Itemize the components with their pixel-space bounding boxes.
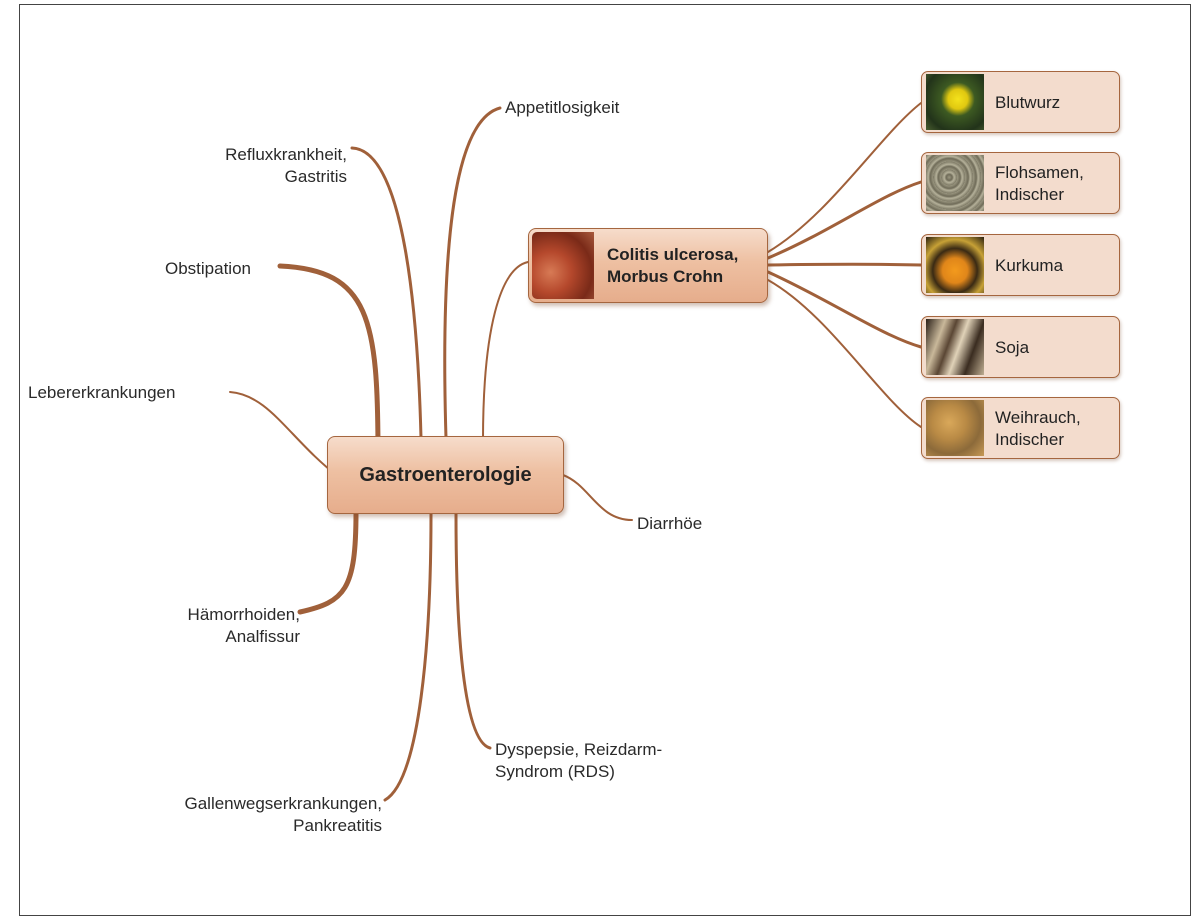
leaf-node-flohsamen[interactable]: Flohsamen, Indischer <box>921 152 1120 214</box>
weihrauch-label-line2: Indischer <box>995 430 1064 449</box>
label-gallen-line1: Gallenwegserkrankungen, <box>184 794 382 813</box>
soja-label: Soja <box>995 338 1030 357</box>
link-blutwurz <box>767 102 922 253</box>
colitis-image <box>532 232 594 299</box>
link-weihrauch <box>767 279 922 428</box>
label-lebererkrankungen: Lebererkrankungen <box>28 383 176 402</box>
weihrauch-label-line1: Weihrauch, <box>995 408 1081 427</box>
blutwurz-label: Blutwurz <box>995 93 1061 112</box>
label-haemorrhoiden-line1: Hämorrhoiden, <box>187 605 300 624</box>
link-reflux <box>350 146 423 440</box>
flohsamen-label-line1: Flohsamen, <box>995 163 1084 182</box>
link-haemorrhoiden <box>297 509 359 615</box>
flohsamen-label: Flohsamen, Indischer <box>995 162 1084 206</box>
link-dyspepsie <box>454 512 492 750</box>
label-reflux-line1: Refluxkrankheit, <box>225 145 347 164</box>
label-dyspepsie-line1: Dyspepsie, Reizdarm- <box>495 740 663 759</box>
label-gallen-line2: Pankreatitis <box>293 816 382 835</box>
label-refluxkrankheit: Refluxkrankheit, Gastritis <box>160 144 347 188</box>
label-appetitlosigkeit: Appetitlosigkeit <box>505 98 620 117</box>
label-dyspepsie: Dyspepsie, Reizdarm- Syndrom (RDS) <box>495 739 662 783</box>
link-colitis <box>482 261 529 441</box>
subtopic-label: Colitis ulcerosa, Morbus Crohn <box>607 244 738 288</box>
link-obstipation <box>277 263 381 458</box>
label-gallenwegserkrankungen: Gallenwegserkrankungen, Pankreatitis <box>140 793 382 837</box>
label-haemorrhoiden: Hämorrhoiden, Analfissur <box>120 604 300 648</box>
link-appetitlosigkeit <box>443 106 502 440</box>
link-soja <box>766 270 923 349</box>
label-reflux-line2: Gastritis <box>284 167 347 186</box>
kurkuma-label: Kurkuma <box>995 256 1064 275</box>
link-diarrhoe <box>562 474 633 521</box>
label-dyspepsie-line2: Syndrom (RDS) <box>495 762 615 781</box>
soja-image <box>926 319 984 375</box>
kurkuma-image <box>926 237 984 293</box>
weihrauch-image <box>926 400 984 456</box>
link-flohsamen <box>766 180 923 260</box>
label-obstipation: Obstipation <box>165 259 251 278</box>
central-topic-label: Gastroenterologie <box>359 463 532 486</box>
subtopic-label-line2: Morbus Crohn <box>607 267 724 286</box>
link-kurkuma <box>766 262 923 267</box>
subtopic-node-colitis[interactable]: Colitis ulcerosa, Morbus Crohn <box>528 228 768 303</box>
leaf-node-blutwurz[interactable]: Blutwurz <box>921 71 1120 133</box>
flohsamen-image <box>926 155 984 211</box>
flohsamen-label-line2: Indischer <box>995 185 1064 204</box>
label-haemorrhoiden-line2: Analfissur <box>225 627 300 646</box>
blutwurz-image <box>926 74 984 130</box>
label-diarrhoe: Diarrhöe <box>637 514 703 533</box>
leaf-node-soja[interactable]: Soja <box>921 316 1120 378</box>
link-leber <box>229 391 341 479</box>
leaf-node-weihrauch[interactable]: Weihrauch, Indischer <box>921 397 1120 459</box>
leaf-node-kurkuma[interactable]: Kurkuma <box>921 234 1120 296</box>
weihrauch-label: Weihrauch, Indischer <box>995 407 1081 451</box>
subtopic-label-line1: Colitis ulcerosa, <box>607 245 739 264</box>
central-topic-node[interactable]: Gastroenterologie <box>327 436 564 514</box>
link-gallen <box>383 512 433 802</box>
